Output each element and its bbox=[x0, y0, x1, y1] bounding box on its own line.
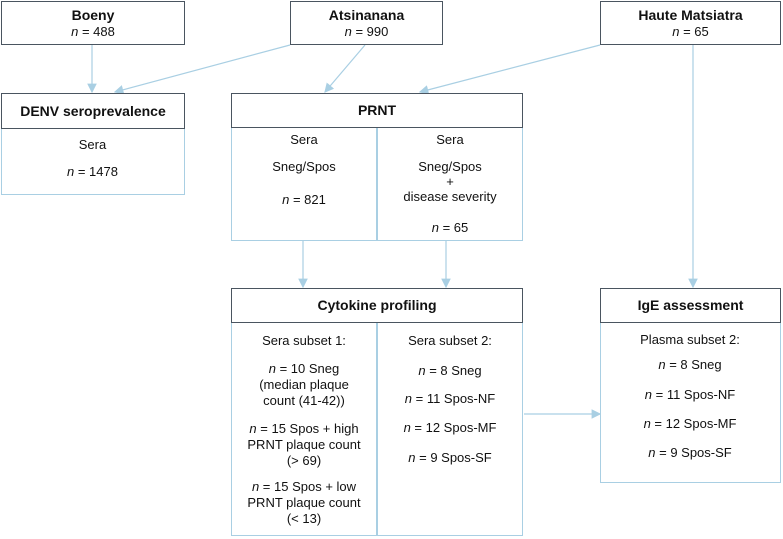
ige-item: n = 9 Spos-SF bbox=[648, 445, 732, 460]
ige-label: Plasma subset 2: bbox=[640, 332, 740, 347]
cytokine-divider bbox=[376, 323, 378, 535]
ige-body: Plasma subset 2: n = 8 Sneg n = 11 Spos-… bbox=[600, 323, 781, 483]
prnt-right-count: n = 65 bbox=[431, 220, 469, 235]
region-haute-box: Haute Matsiatra n = 65 bbox=[600, 1, 781, 45]
region-boeny-box: Boeny n = 488 bbox=[1, 1, 185, 45]
prnt-left-groups: Sneg/Spos bbox=[272, 159, 336, 174]
seroprevalence-count: n = 1478 bbox=[67, 164, 118, 179]
ige-item: n = 8 Sneg bbox=[658, 357, 722, 372]
cytokine-body: Sera subset 1: n = 10 Sneg (median plaqu… bbox=[231, 323, 523, 536]
cytokine-subset2-item: n = 8 Sneg bbox=[418, 363, 482, 378]
prnt-right-groups: Sneg/Spos bbox=[418, 159, 482, 174]
seroprevalence-body: Sera n = 1478 bbox=[1, 129, 185, 195]
cytokine-title: Cytokine profiling bbox=[317, 297, 437, 313]
region-boeny-count: n = 488 bbox=[71, 24, 115, 39]
prnt-body: Sera Sneg/Spos n = 821 Sera Sneg/Spos + … bbox=[231, 128, 523, 241]
ige-item: n = 11 Spos-NF bbox=[644, 387, 736, 402]
prnt-divider bbox=[376, 128, 378, 240]
prnt-left-sample: Sera bbox=[290, 132, 318, 147]
region-boeny-name: Boeny bbox=[71, 7, 115, 23]
region-atsinanana-name: Atsinanana bbox=[328, 7, 405, 23]
arrow-haute-prnt bbox=[418, 44, 601, 95]
region-atsinanana-count: n = 990 bbox=[344, 24, 389, 39]
region-haute-name: Haute Matsiatra bbox=[638, 7, 743, 23]
seroprevalence-title: DENV seroprevalence bbox=[20, 103, 166, 119]
arrow-atsinanana-seroprevalence bbox=[113, 44, 291, 95]
cytokine-subset2-item: n = 12 Spos-MF bbox=[403, 420, 497, 435]
cytokine-subset1-group1: n = 10 Sneg (median plaque count (41-42)… bbox=[259, 361, 349, 408]
cytokine-subset2-label: Sera subset 2: bbox=[408, 333, 492, 348]
seroprevalence-header: DENV seroprevalence bbox=[1, 93, 185, 129]
ige-item: n = 12 Spos-MF bbox=[643, 416, 737, 431]
prnt-left-count: n = 821 bbox=[282, 192, 326, 207]
ige-title: IgE assessment bbox=[637, 297, 744, 313]
cytokine-subset2-item: n = 9 Spos-SF bbox=[408, 450, 492, 465]
arrow-atsinanana-prnt bbox=[324, 44, 366, 93]
prnt-right-extra: disease severity bbox=[403, 189, 497, 204]
ige-header: IgE assessment bbox=[600, 288, 781, 323]
cytokine-subset1-group3: n = 15 Spos + low PRNT plaque count (< 1… bbox=[247, 479, 361, 526]
prnt-header: PRNT bbox=[231, 93, 523, 128]
cytokine-subset2-item: n = 11 Spos-NF bbox=[404, 391, 496, 406]
cytokine-header: Cytokine profiling bbox=[231, 288, 523, 323]
prnt-title: PRNT bbox=[357, 102, 397, 118]
seroprevalence-sample: Sera bbox=[78, 137, 107, 152]
prnt-right-plus: + bbox=[446, 174, 454, 189]
prnt-right-sample: Sera bbox=[436, 132, 464, 147]
region-atsinanana-box: Atsinanana n = 990 bbox=[290, 1, 443, 45]
region-haute-count: n = 65 bbox=[672, 24, 709, 39]
cytokine-subset1-label: Sera subset 1: bbox=[262, 333, 346, 348]
cytokine-subset1-group2: n = 15 Spos + high PRNT plaque count (> … bbox=[247, 421, 361, 468]
